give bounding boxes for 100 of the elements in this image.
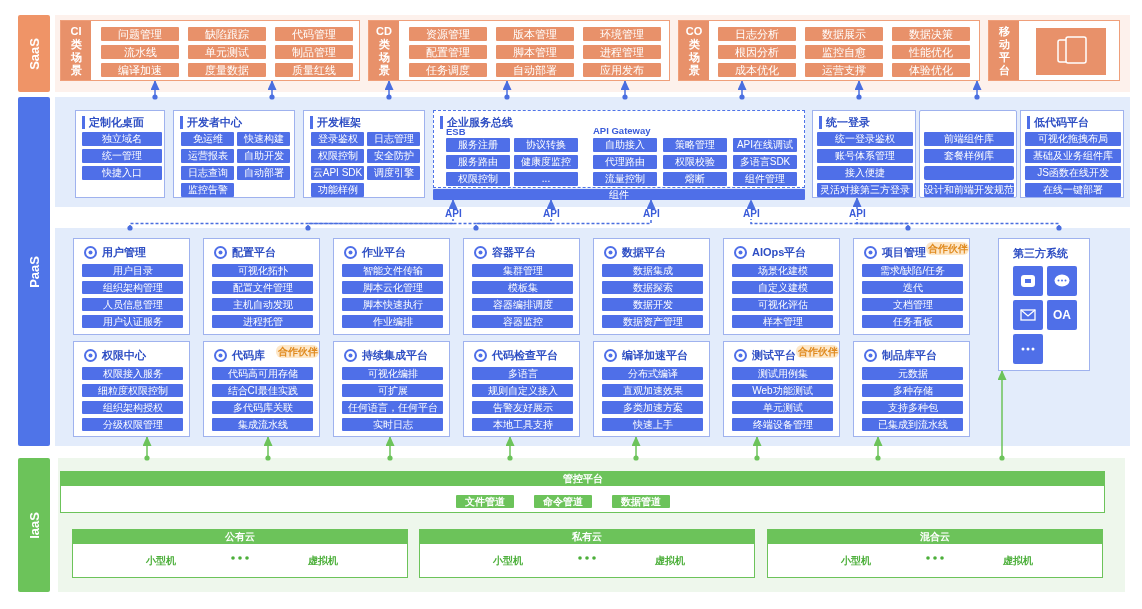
arrow	[150, 80, 160, 100]
module-item: 快速构建	[237, 132, 290, 146]
arrow	[746, 199, 911, 231]
module-item: 日志管理	[367, 132, 420, 146]
panel-title: 用户管理	[102, 246, 146, 259]
edge-label: API	[542, 209, 561, 219]
module-item: 数据探索	[602, 281, 703, 294]
arrow	[737, 80, 747, 100]
module-item: 在线一键部署	[1025, 183, 1121, 197]
group-label: API Gateway	[593, 125, 651, 136]
machine-label: 虚拟机	[1002, 554, 1033, 568]
module-item: 根因分析	[718, 45, 796, 59]
module-item: 成本优化	[718, 63, 796, 77]
module-item: 快速上手	[602, 418, 703, 431]
layer-band	[55, 228, 1130, 446]
module-item: 结合CI最佳实践	[212, 384, 313, 397]
module-item: 统一登录鉴权	[817, 132, 913, 146]
module-item: 权限控制	[446, 172, 510, 186]
panel-title: 低代码平台	[1027, 116, 1089, 129]
module-item: 缺陷跟踪	[188, 27, 266, 41]
module-item: 账号体系管理	[817, 149, 913, 163]
machine-label: 虚拟机	[307, 554, 338, 568]
scenario-panel	[678, 20, 980, 81]
arrow	[752, 436, 762, 461]
module-item: 场景化建模	[732, 264, 833, 277]
panel-title: 容器平台	[492, 246, 536, 259]
module-item: 规则自定义接入	[472, 384, 573, 397]
module-item: 资源管理	[409, 27, 487, 41]
module-item: 流水线	[101, 45, 179, 59]
arrow	[127, 199, 458, 231]
module-item: 代理路由	[593, 155, 657, 169]
module-item: 独立域名	[82, 132, 162, 146]
edge-label: API	[742, 209, 761, 219]
arrow	[873, 436, 883, 461]
panel-title: 权限中心	[102, 349, 146, 362]
platform-panel	[203, 341, 320, 437]
edge-label: API	[848, 209, 867, 219]
module-item: 日志分析	[718, 27, 796, 41]
app-tile	[1013, 334, 1043, 364]
module-item: 可视化拓扑	[212, 264, 313, 277]
module-item: 自动部署	[496, 63, 574, 77]
arrow	[972, 80, 982, 100]
module-item: 文档管理	[862, 298, 963, 311]
module-item: 运营支撑	[805, 63, 883, 77]
module-item: 监控自愈	[805, 45, 883, 59]
module-item: 组件管理	[733, 172, 797, 186]
module-item: 单元测试	[188, 45, 266, 59]
module-item: 数据资产管理	[602, 315, 703, 328]
module-item: 调度引擎	[367, 166, 420, 180]
module-item: 自助接入	[593, 138, 657, 152]
arrow	[852, 197, 1062, 231]
platform-panel	[333, 341, 450, 437]
panel-title: 测试平台	[752, 349, 796, 362]
module-item: 智能文件传输	[342, 264, 443, 277]
module-item: 支持多种包	[862, 401, 963, 414]
module-panel	[1020, 110, 1124, 198]
machine-label: 小型机	[493, 554, 524, 568]
arrow	[854, 80, 864, 100]
module-item: 用户认证服务	[82, 315, 183, 328]
module-item: 前端组件库	[924, 132, 1014, 146]
panel-title: 统一登录	[819, 116, 870, 129]
module-item: 数据管道	[612, 495, 670, 508]
module-item: 度量数据	[188, 63, 266, 77]
module-item: 灵活对接第三方登录	[817, 183, 913, 197]
partner-tag: 合作伙伴	[926, 242, 969, 255]
machine-label: 虚拟机	[654, 554, 685, 568]
module-item: 流量控制	[593, 172, 657, 186]
panel-title: 代码库	[232, 349, 265, 362]
panel-title: 开发者中心	[180, 116, 242, 129]
module-item: 多语言	[472, 367, 573, 380]
layer-tab: IaaS	[18, 458, 50, 592]
module-item: 熔断	[663, 172, 727, 186]
module-item: 安全防护	[367, 149, 420, 163]
module-item: 主机自动发现	[212, 298, 313, 311]
arrow	[384, 80, 394, 100]
module-item: 制品管理	[275, 45, 353, 59]
platform-panel	[60, 471, 1105, 513]
module-item: 运营报表	[181, 149, 234, 163]
module-item: 告警友好展示	[472, 401, 573, 414]
panel-title: 项目管理	[882, 246, 926, 259]
module-item: 集群管理	[472, 264, 573, 277]
module-item: 权限接入服务	[82, 367, 183, 380]
module-item: 可视化编排	[342, 367, 443, 380]
arrow	[997, 370, 1007, 461]
panel-header: 管控平台	[61, 472, 1104, 486]
arrow	[502, 80, 512, 100]
module-item: 任务看板	[862, 315, 963, 328]
platform-panel	[998, 238, 1090, 371]
module-item: JS函数在线开发	[1025, 166, 1121, 180]
module-item: 环境管理	[583, 27, 661, 41]
module-item: 数据展示	[805, 27, 883, 41]
module-item: 设计和前端开发规范	[924, 183, 1014, 197]
module-item: 多类加速方案	[602, 401, 703, 414]
module-item: 实时日志	[342, 418, 443, 431]
panel-title: 作业平台	[362, 246, 406, 259]
module-item: 配置文件管理	[212, 281, 313, 294]
arrow	[631, 436, 641, 461]
module-item: 权限校验	[663, 155, 727, 169]
module-item: 云API SDK	[311, 166, 364, 180]
scenario-label: CD类场景	[369, 21, 399, 80]
